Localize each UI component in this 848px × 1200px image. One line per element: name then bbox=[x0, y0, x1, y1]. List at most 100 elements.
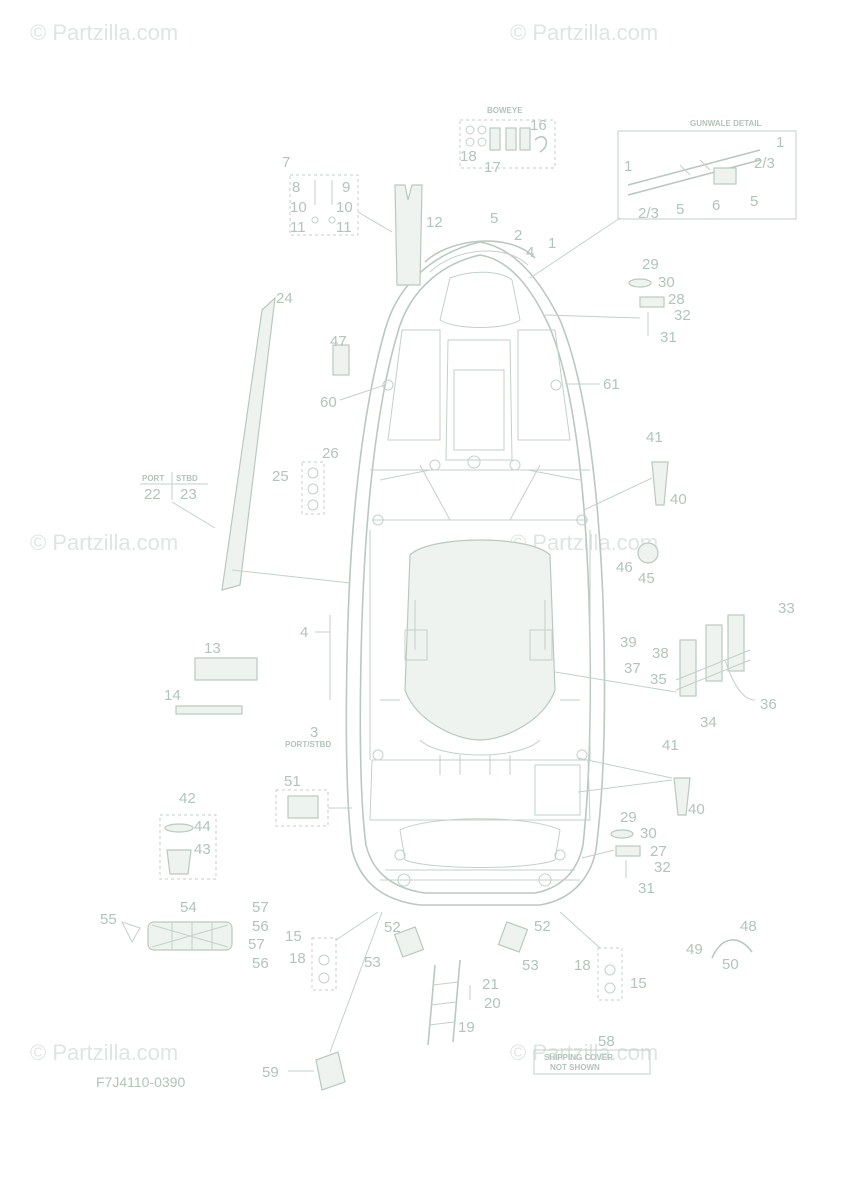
port-label: PORT bbox=[142, 474, 164, 483]
callout-18-left: 18 bbox=[289, 950, 306, 967]
fastener-kit-7: 7 8 9 10 10 11 11 bbox=[282, 154, 393, 236]
callout-9: 9 bbox=[342, 179, 350, 196]
callout-22: 22 bbox=[144, 486, 161, 503]
callout-49: 49 bbox=[686, 941, 703, 958]
part-59: 59 bbox=[262, 911, 383, 1091]
watermark-bottom-left: © Partzilla.com bbox=[30, 1040, 178, 1065]
cup-holder-42: 42 44 43 bbox=[159, 790, 217, 880]
callout-15-left: 15 bbox=[285, 928, 302, 945]
callout-18-right: 18 bbox=[574, 957, 591, 974]
callout-61: 61 bbox=[603, 376, 620, 393]
part-13-14: 13 14 bbox=[164, 640, 258, 715]
watermark-bottom-right: © Partzilla.com bbox=[510, 1040, 658, 1065]
part-12: 12 bbox=[394, 184, 443, 286]
callout-39: 39 bbox=[620, 634, 637, 651]
callout-6: 6 bbox=[712, 197, 720, 214]
callout-32-lower: 32 bbox=[654, 859, 671, 876]
callout-37: 37 bbox=[624, 660, 641, 677]
callout-2-3-gunwale-a: 2/3 bbox=[754, 155, 775, 172]
callout-41-lower: 41 bbox=[662, 737, 679, 754]
callout-36: 36 bbox=[760, 696, 777, 713]
callout-18-boweye: 18 bbox=[460, 148, 477, 165]
callout-8: 8 bbox=[292, 179, 300, 196]
callout-19: 19 bbox=[458, 1019, 475, 1036]
callout-5-gunwale-a: 5 bbox=[676, 201, 684, 218]
part-25-26: 26 25 bbox=[272, 445, 339, 515]
callout-38: 38 bbox=[652, 645, 669, 662]
callout-58: 58 bbox=[598, 1033, 615, 1050]
callout-56-b: 56 bbox=[252, 955, 269, 972]
callout-1-gunwale-b: 1 bbox=[624, 158, 632, 175]
callout-31-lower: 31 bbox=[638, 880, 655, 897]
callout-26: 26 bbox=[322, 445, 339, 462]
callout-14: 14 bbox=[164, 687, 181, 704]
callout-15-right: 15 bbox=[630, 975, 647, 992]
callout-57-a: 57 bbox=[252, 899, 269, 916]
callout-31-upper: 31 bbox=[660, 329, 677, 346]
part-47-60: 47 60 bbox=[320, 333, 386, 411]
callout-59: 59 bbox=[262, 1064, 279, 1081]
callout-2-bow: 2 bbox=[514, 227, 522, 244]
callout-34: 34 bbox=[700, 714, 717, 731]
callout-47: 47 bbox=[330, 333, 347, 350]
part-15-18-left: 15 18 bbox=[285, 911, 379, 991]
callout-17: 17 bbox=[484, 159, 501, 176]
figure-code: F7J4110-0390 bbox=[96, 1074, 185, 1090]
callout-53-left: 53 bbox=[364, 954, 381, 971]
shipping-cover-line2: NOT SHOWN bbox=[550, 1063, 600, 1072]
callout-60: 60 bbox=[320, 394, 337, 411]
handle-48-50: 48 49 50 bbox=[686, 918, 757, 973]
steps-52-53: 52 53 52 53 bbox=[364, 918, 551, 974]
rod-holder-lower-40-41: 41 40 bbox=[577, 737, 705, 818]
cleat-upper-28-32: 29 30 28 32 31 bbox=[544, 256, 691, 346]
callout-4-side: 4 bbox=[300, 624, 308, 641]
callout-4-bow: 4 bbox=[526, 244, 534, 261]
callout-54: 54 bbox=[180, 899, 197, 916]
mat-54: 54 55 57 56 57 56 bbox=[100, 899, 269, 972]
callout-52-left: 52 bbox=[384, 919, 401, 936]
gunwale-detail: GUNWALE DETAIL 1 2/3 1 2/3 5 6 5 bbox=[529, 119, 797, 279]
callout-7: 7 bbox=[282, 154, 290, 171]
callout-57-b: 57 bbox=[248, 936, 265, 953]
callout-44: 44 bbox=[194, 818, 211, 835]
callout-10-b: 10 bbox=[336, 199, 353, 216]
callout-25: 25 bbox=[272, 468, 289, 485]
callout-27: 27 bbox=[650, 843, 667, 860]
port-stbd-label: PORT/STBD bbox=[285, 740, 331, 749]
bow-trim: 5 2 4 1 bbox=[424, 210, 556, 273]
callout-21: 21 bbox=[482, 976, 499, 993]
callout-35: 35 bbox=[650, 671, 667, 688]
callout-48: 48 bbox=[740, 918, 757, 935]
callout-29-upper: 29 bbox=[642, 256, 659, 273]
callout-52-right: 52 bbox=[534, 918, 551, 935]
callout-16: 16 bbox=[530, 117, 547, 134]
callout-40-upper: 40 bbox=[670, 491, 687, 508]
callout-13: 13 bbox=[204, 640, 221, 657]
callout-28: 28 bbox=[668, 291, 685, 308]
callout-20: 20 bbox=[484, 995, 501, 1012]
hull bbox=[345, 241, 606, 906]
shipping-cover-58: 58 SHIPPING COVER NOT SHOWN bbox=[533, 1033, 651, 1075]
callout-40-lower: 40 bbox=[688, 801, 705, 818]
part-61: 61 bbox=[565, 376, 620, 393]
shipping-cover-line1: SHIPPING COVER bbox=[544, 1053, 613, 1062]
rod-holder-upper-40-41: 41 40 bbox=[583, 429, 687, 511]
part-51: 51 bbox=[275, 773, 352, 827]
boweye-label: BOWEYE bbox=[487, 106, 523, 115]
rod-rack-33-39: 33 39 38 37 35 36 34 bbox=[554, 600, 795, 731]
callout-2-3-gunwale-b: 2/3 bbox=[638, 205, 659, 222]
callout-5-bow: 5 bbox=[490, 210, 498, 227]
watermark-mid-left: © Partzilla.com bbox=[30, 530, 178, 555]
callout-24: 24 bbox=[276, 290, 293, 307]
callout-1-gunwale: 1 bbox=[776, 134, 784, 151]
callout-5-gunwale-b: 5 bbox=[750, 193, 758, 210]
callout-43: 43 bbox=[194, 841, 211, 858]
callout-53-right: 53 bbox=[522, 957, 539, 974]
callout-45: 45 bbox=[638, 570, 655, 587]
cleat-lower-27-32: 29 30 27 32 31 bbox=[581, 809, 671, 897]
callout-11-a: 11 bbox=[290, 219, 306, 236]
callout-1-bow: 1 bbox=[548, 235, 556, 252]
part-45-46: 46 45 bbox=[616, 542, 659, 587]
gunwale-detail-label: GUNWALE DETAIL bbox=[690, 119, 762, 128]
